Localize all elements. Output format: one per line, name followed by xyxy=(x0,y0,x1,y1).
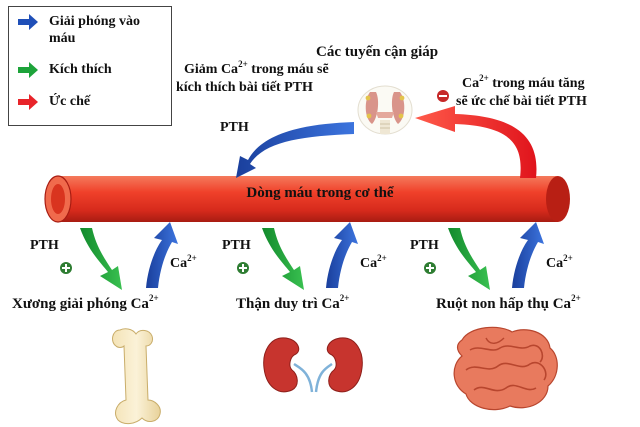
plus-sign-icon xyxy=(60,262,72,274)
organ-label-text: Xương giải phóng Ca xyxy=(12,296,149,312)
ca-label-bone: Ca2+ xyxy=(170,253,197,272)
legend-item-inhibit: Ức chế xyxy=(17,93,90,111)
pth-label-intestine: PTH xyxy=(410,238,439,253)
plus-sign-icon xyxy=(424,262,436,274)
release-arrow-bone-icon xyxy=(146,222,178,288)
right-note-sup: 2+ xyxy=(479,73,489,83)
release-arrow-kidney-icon xyxy=(326,222,358,288)
legend-item-stimulate: Kích thích xyxy=(17,61,112,79)
ca-label-kidney: Ca2+ xyxy=(360,253,387,272)
stimulate-arrow-bone-icon xyxy=(80,228,122,290)
pth-label-kidney: PTH xyxy=(222,238,251,253)
right-note-post: trong máu tăng xyxy=(488,76,585,91)
legend: Giải phóng vào máu Kích thích Ức chế xyxy=(8,6,172,126)
legend-label-inhibit: Ức chế xyxy=(49,94,91,109)
legend-label-stimulate: Kích thích xyxy=(49,62,112,77)
organ-label-sup: 2+ xyxy=(148,293,159,303)
left-note-post: trong máu sẽ xyxy=(247,62,329,77)
gland-label: Các tuyến cận giáp xyxy=(316,44,439,60)
bone-icon xyxy=(112,328,161,425)
green-arrow-icon xyxy=(18,62,38,78)
minus-bar xyxy=(439,95,447,97)
pth-label-bone: PTH xyxy=(30,238,59,253)
plus-sign-icon xyxy=(237,262,249,274)
ca-text: Ca xyxy=(170,256,188,271)
legend-item-release: Giải phóng vào máu xyxy=(17,13,159,47)
right-note-pre: Ca xyxy=(462,76,480,91)
intestine-icon xyxy=(453,326,558,411)
kidney-icon xyxy=(263,337,363,393)
release-arrow-top-icon xyxy=(236,122,354,178)
blood-vessel xyxy=(44,175,570,223)
organ-label-sup: 2+ xyxy=(571,293,581,303)
organ-label-kidney: Thận duy trì Ca2+ xyxy=(236,293,350,313)
right-note-line2: sẽ ức chế bài tiết PTH xyxy=(456,94,587,109)
stimulate-arrow-intestine-icon xyxy=(448,228,490,290)
stimulate-arrow-kidney-icon xyxy=(262,228,304,290)
ca-label-intestine: Ca2+ xyxy=(546,253,573,272)
left-note-pre: Giảm Ca xyxy=(184,62,239,77)
inhibit-arrow-icon xyxy=(415,106,537,178)
right-note-line1: Ca2+ trong máu tăng xyxy=(462,73,585,92)
ca-sup: 2+ xyxy=(187,253,197,263)
ca-text: Ca xyxy=(360,256,378,271)
blue-arrow-icon xyxy=(18,14,38,30)
organ-label-text: Ruột non hấp thụ Ca xyxy=(436,296,572,312)
ca-sup: 2+ xyxy=(563,253,573,263)
organ-label-text: Thận duy trì Ca xyxy=(236,296,340,312)
pth-top-label: PTH xyxy=(220,120,249,135)
parathyroid-gland-icon xyxy=(357,85,413,135)
organ-label-bone: Xương giải phóng Ca2+ xyxy=(12,293,159,313)
left-note-line1: Giảm Ca2+ trong máu sẽ xyxy=(184,59,329,78)
release-arrow-intestine-icon xyxy=(512,222,544,288)
left-note-sup: 2+ xyxy=(238,59,248,69)
left-note-line2: kích thích bài tiết PTH xyxy=(176,80,313,95)
organ-label-sup: 2+ xyxy=(339,293,350,303)
vessel-label: Dòng máu trong cơ thể xyxy=(246,185,394,201)
legend-label-release: Giải phóng vào máu xyxy=(49,14,141,46)
ca-sup: 2+ xyxy=(377,253,387,263)
ca-text: Ca xyxy=(546,256,564,271)
red-arrow-icon xyxy=(18,94,38,110)
organ-label-intestine: Ruột non hấp thụ Ca2+ xyxy=(436,293,581,313)
